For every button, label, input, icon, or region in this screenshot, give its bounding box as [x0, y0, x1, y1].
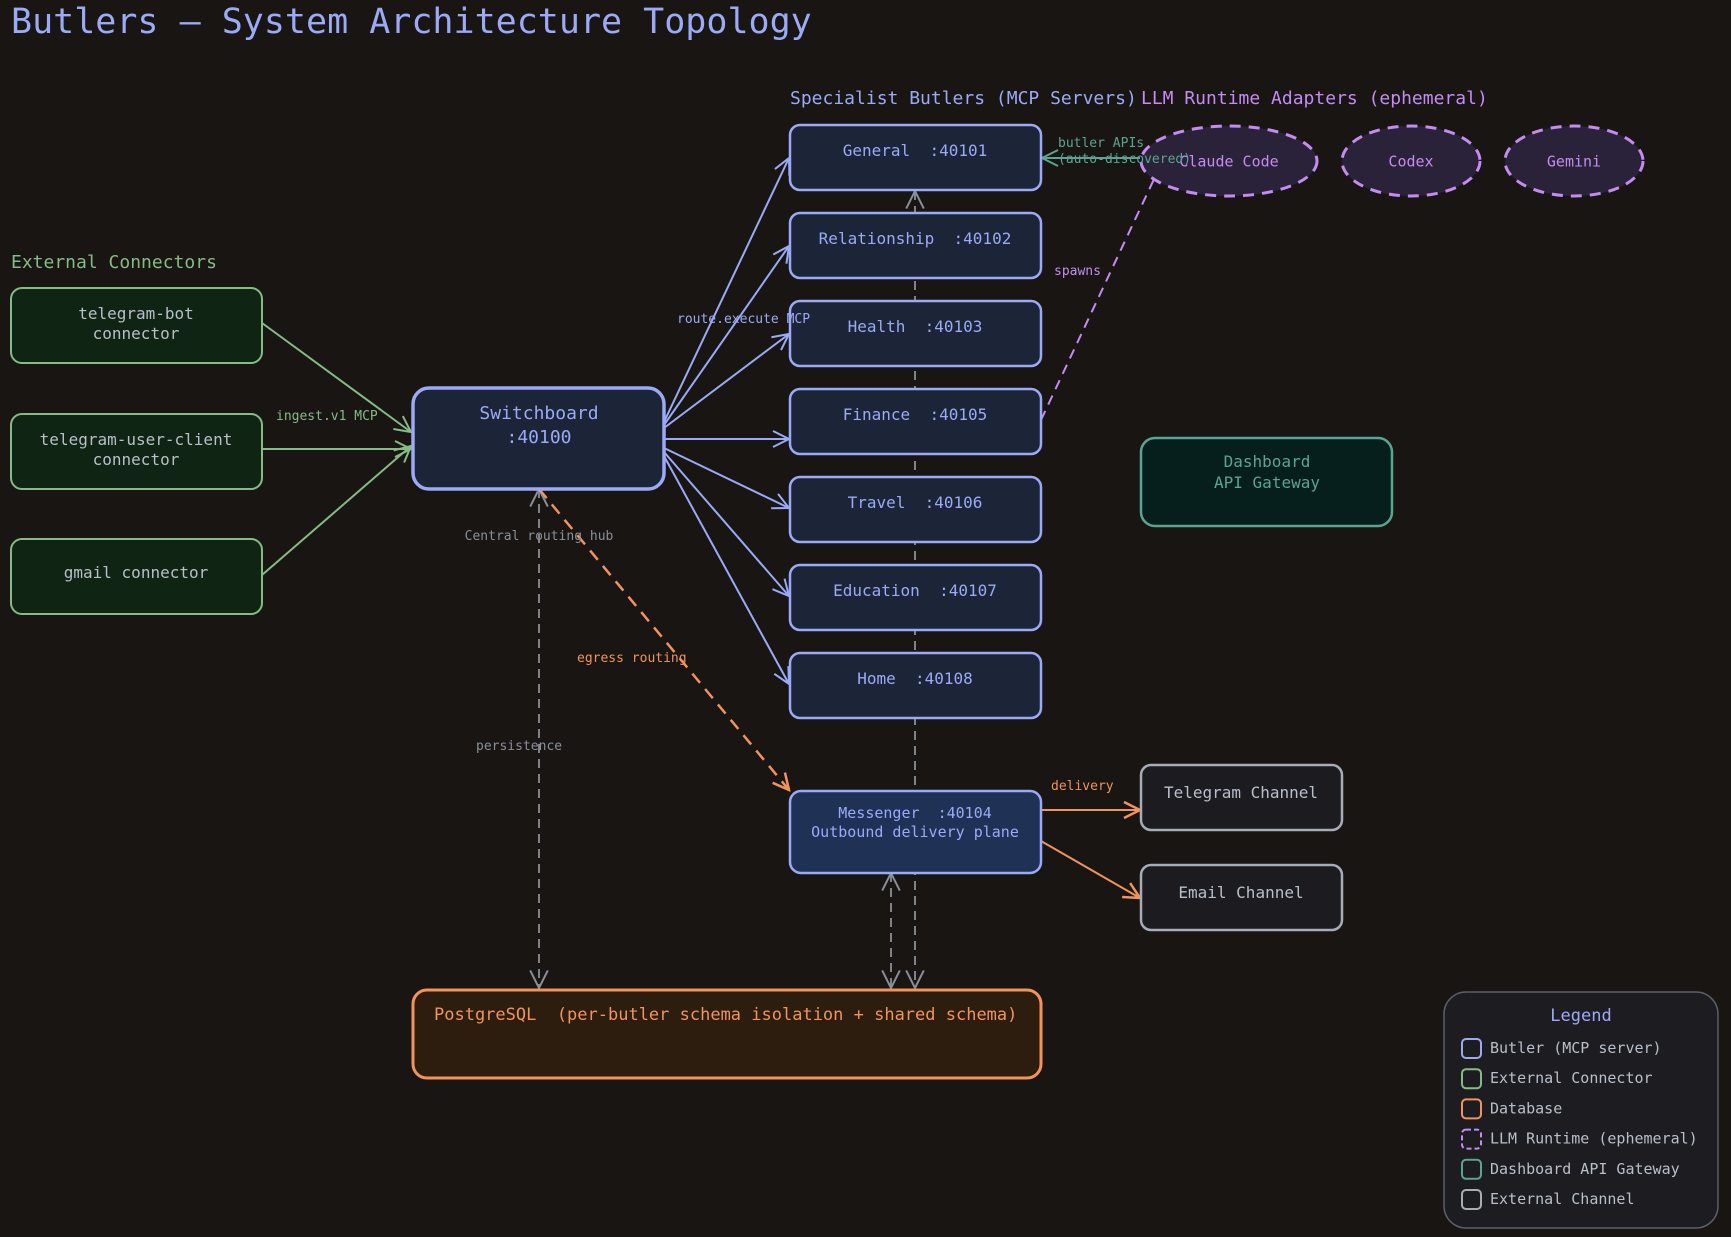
- connector-gmail[interactable]: gmail connector: [10, 538, 263, 615]
- messenger-name: Messenger :40104: [838, 804, 992, 822]
- legend-item: External Connector: [1461, 1068, 1653, 1090]
- page-title: Butlers — System Architecture Topology: [11, 2, 812, 42]
- section-external-connectors: External Connectors: [11, 252, 217, 273]
- edge-to-travel: [663, 447, 789, 508]
- legend-swatch: [1461, 1158, 1482, 1180]
- channel-email[interactable]: Email Channel: [1139, 863, 1344, 932]
- edge-gmail-to-switchboard: [261, 446, 411, 576]
- butler-education-label: Education :40107: [833, 581, 997, 600]
- edge-to-general: [663, 158, 789, 423]
- runtime-codex[interactable]: Codex: [1340, 124, 1482, 198]
- legend-swatch: [1461, 1189, 1482, 1210]
- edge-to-relationship: [663, 246, 789, 426]
- label-ingest: ingest.v1 MCP: [276, 409, 378, 424]
- connector-telegram-bot-line2: connector: [93, 324, 180, 343]
- butler-health[interactable]: Health :40103: [788, 299, 1043, 368]
- butler-relationship-label: Relationship :40102: [819, 229, 1012, 248]
- delivery-edges: [1040, 810, 1140, 898]
- runtime-claude-label: Claude Code: [1179, 153, 1278, 171]
- butler-travel-label: Travel :40106: [848, 493, 983, 512]
- butler-travel[interactable]: Travel :40106: [788, 475, 1043, 544]
- legend-swatch: [1461, 1068, 1482, 1090]
- legend-item: Database: [1461, 1098, 1562, 1120]
- edge-to-email-channel: [1040, 840, 1140, 898]
- label-butler-apis-1: butler APIs: [1058, 136, 1144, 151]
- legend-items: Butler (MCP server) External ConnectorDat…: [1461, 1038, 1698, 1210]
- butler-general[interactable]: General :40101: [788, 123, 1043, 192]
- label-butler-apis-2: (auto-discovered): [1058, 152, 1191, 167]
- switchboard-name: Switchboard: [479, 403, 598, 424]
- butler-finance[interactable]: Finance :40105: [788, 387, 1043, 456]
- label-persistence: persistence: [476, 739, 562, 754]
- connector-gmail-label: gmail connector: [64, 563, 209, 582]
- connector-telegram-bot[interactable]: telegram-bot connector: [10, 287, 263, 364]
- edge-egress-routing: [538, 488, 789, 790]
- edge-to-home: [663, 455, 789, 684]
- legend-item-label: Database: [1490, 1099, 1562, 1117]
- legend: Legend Butler (MCP server) External Conne…: [1443, 991, 1719, 1229]
- legend-box: [1443, 991, 1719, 1229]
- switchboard-node[interactable]: Switchboard :40100: [411, 386, 666, 491]
- legend-item-label: External Channel: [1490, 1190, 1635, 1208]
- connector-telegram-user-line2: connector: [93, 450, 180, 469]
- ingest-edges: [261, 322, 411, 576]
- dashboard-line2: API Gateway: [1214, 473, 1320, 492]
- label-delivery: delivery: [1051, 779, 1114, 794]
- butler-relationship[interactable]: Relationship :40102: [788, 211, 1043, 280]
- section-specialist-butlers: Specialist Butlers (MCP Servers): [790, 88, 1137, 109]
- channel-telegram[interactable]: Telegram Channel: [1139, 763, 1344, 832]
- legend-item: Dashboard API Gateway: [1461, 1158, 1680, 1180]
- runtime-gemini-label: Gemini: [1547, 153, 1601, 171]
- legend-swatch: [1461, 1038, 1482, 1059]
- runtime-claude-code[interactable]: Claude Code: [1139, 124, 1319, 198]
- edge-telegram-bot-to-switchboard: [261, 322, 411, 432]
- runtime-codex-label: Codex: [1388, 153, 1433, 171]
- butler-general-label: General :40101: [843, 141, 988, 160]
- database-postgresql[interactable]: PostgreSQL (per-butler schema isolation …: [411, 988, 1043, 1080]
- legend-item-label: External Connector: [1490, 1069, 1653, 1087]
- label-route: route.execute MCP: [677, 312, 810, 327]
- section-llm-runtimes: LLM Runtime Adapters (ephemeral): [1141, 88, 1488, 109]
- connector-telegram-user-line1: telegram-user-client: [40, 430, 233, 449]
- runtime-gemini[interactable]: Gemini: [1503, 124, 1645, 198]
- legend-title: Legend: [1550, 1006, 1611, 1026]
- label-egress: egress routing: [577, 651, 687, 666]
- messenger-node[interactable]: Messenger :40104 Outbound delivery plane: [788, 789, 1043, 875]
- edge-to-education: [663, 451, 789, 596]
- legend-item: LLM Runtime (ephemeral): [1461, 1128, 1698, 1150]
- legend-item: Butler (MCP server): [1461, 1038, 1662, 1059]
- edge-to-health: [663, 334, 789, 429]
- messenger-subtitle: Outbound delivery plane: [811, 823, 1019, 841]
- database-label: PostgreSQL (per-butler schema isolation …: [434, 1005, 1017, 1025]
- butler-home-label: Home :40108: [857, 669, 973, 688]
- edge-spawns: [1040, 160, 1163, 421]
- dashboard-line1: Dashboard: [1224, 452, 1311, 471]
- legend-item-label: LLM Runtime (ephemeral): [1490, 1130, 1698, 1148]
- legend-item-label: Butler (MCP server): [1490, 1039, 1662, 1057]
- dashboard-api-gateway[interactable]: Dashboard API Gateway: [1139, 436, 1394, 528]
- legend-swatch: [1461, 1128, 1482, 1150]
- switchboard-port: :40100: [506, 427, 571, 448]
- butler-education[interactable]: Education :40107: [788, 563, 1043, 632]
- legend-swatch: [1461, 1098, 1482, 1120]
- channel-telegram-label: Telegram Channel: [1164, 783, 1318, 802]
- butler-finance-label: Finance :40105: [843, 405, 988, 424]
- label-spawns: spawns: [1054, 264, 1101, 279]
- connector-telegram-user-client[interactable]: telegram-user-client connector: [10, 413, 263, 490]
- butler-health-label: Health :40103: [848, 317, 983, 336]
- connector-telegram-bot-line1: telegram-bot: [78, 304, 194, 323]
- legend-item: External Channel: [1461, 1189, 1635, 1210]
- legend-item-label: Dashboard API Gateway: [1490, 1160, 1680, 1178]
- route-edges: [663, 158, 789, 684]
- butler-home[interactable]: Home :40108: [788, 651, 1043, 720]
- channel-email-label: Email Channel: [1178, 883, 1303, 902]
- label-central-hub: Central routing hub: [465, 529, 614, 544]
